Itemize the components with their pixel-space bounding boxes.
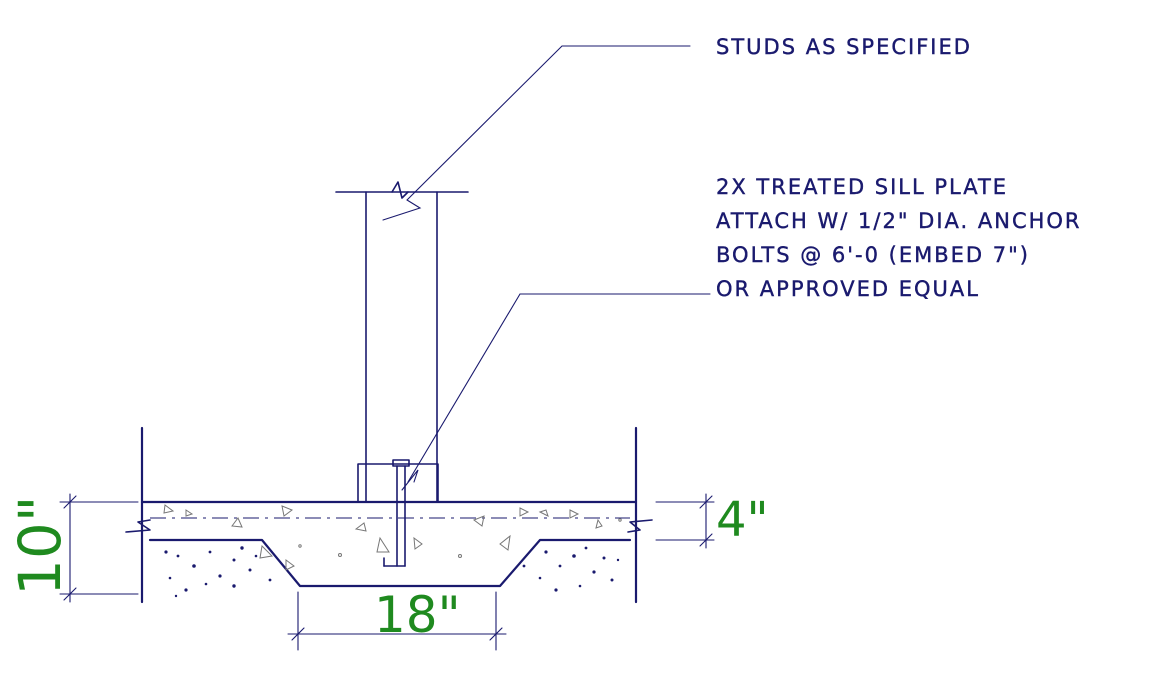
soil-gravel (164, 546, 620, 598)
note-sill-line-4: OR APPROVED EQUAL (716, 277, 980, 301)
dimension-footing-width-label: 18" (374, 586, 461, 644)
dimension-total-depth (59, 493, 139, 603)
note-studs: STUDS AS SPECIFIED (716, 35, 972, 59)
note-sill-line-1: 2X TREATED SILL PLATE (716, 175, 1008, 199)
studs-leader (382, 45, 691, 221)
sill-leader (401, 293, 711, 491)
dimension-footing-width (287, 591, 507, 651)
dimension-slab-thickness-label: 4" (716, 492, 769, 548)
note-sill-line-2: ATTACH W/ 1/2" DIA. ANCHOR (716, 209, 1082, 233)
slab-footing-section (125, 426, 653, 604)
note-sill-line-3: BOLTS @ 6'-0 (EMBED 7") (716, 243, 1030, 267)
concrete-aggregate (163, 504, 622, 571)
anchor-bolt (383, 459, 410, 567)
sill-plate (357, 463, 439, 503)
dimension-slab-thickness (655, 493, 715, 549)
dimension-total-depth-label: 10" (6, 496, 74, 596)
stud-wall (335, 181, 469, 503)
